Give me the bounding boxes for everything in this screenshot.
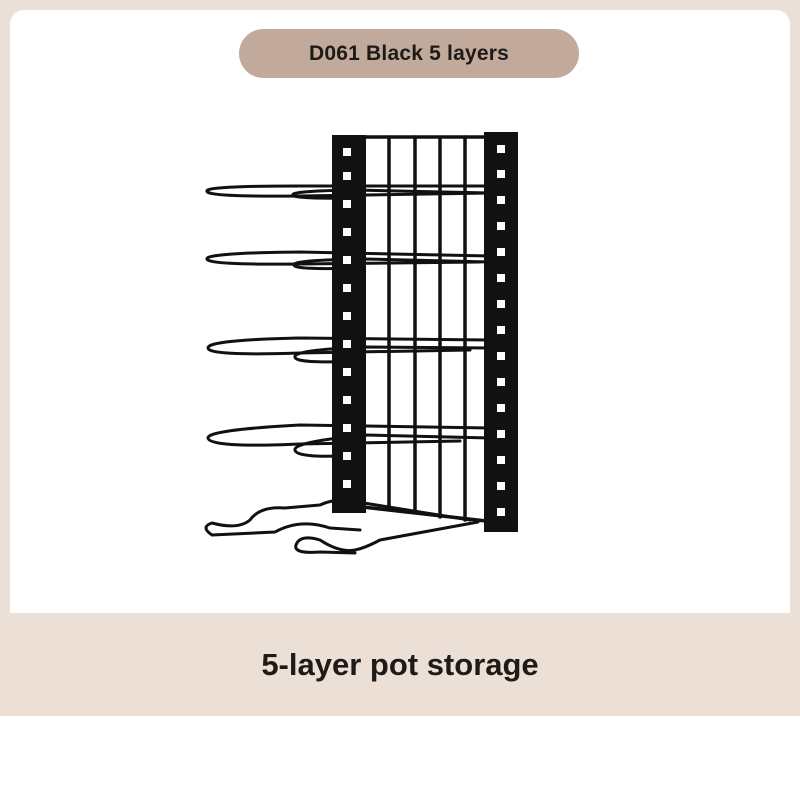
pot-rack-image xyxy=(204,132,518,555)
top-border xyxy=(0,0,800,10)
product-caption: 5-layer pot storage xyxy=(261,647,539,682)
rack-base xyxy=(204,498,480,555)
rack-shelves xyxy=(205,184,492,458)
caption-band: 5-layer pot storage xyxy=(0,613,800,723)
variant-label-pill: D061 Black 5 layers xyxy=(239,29,579,78)
rack-posts xyxy=(332,132,518,532)
variant-label: D061 Black 5 layers xyxy=(309,41,509,65)
bottom-blank-area xyxy=(0,716,800,800)
